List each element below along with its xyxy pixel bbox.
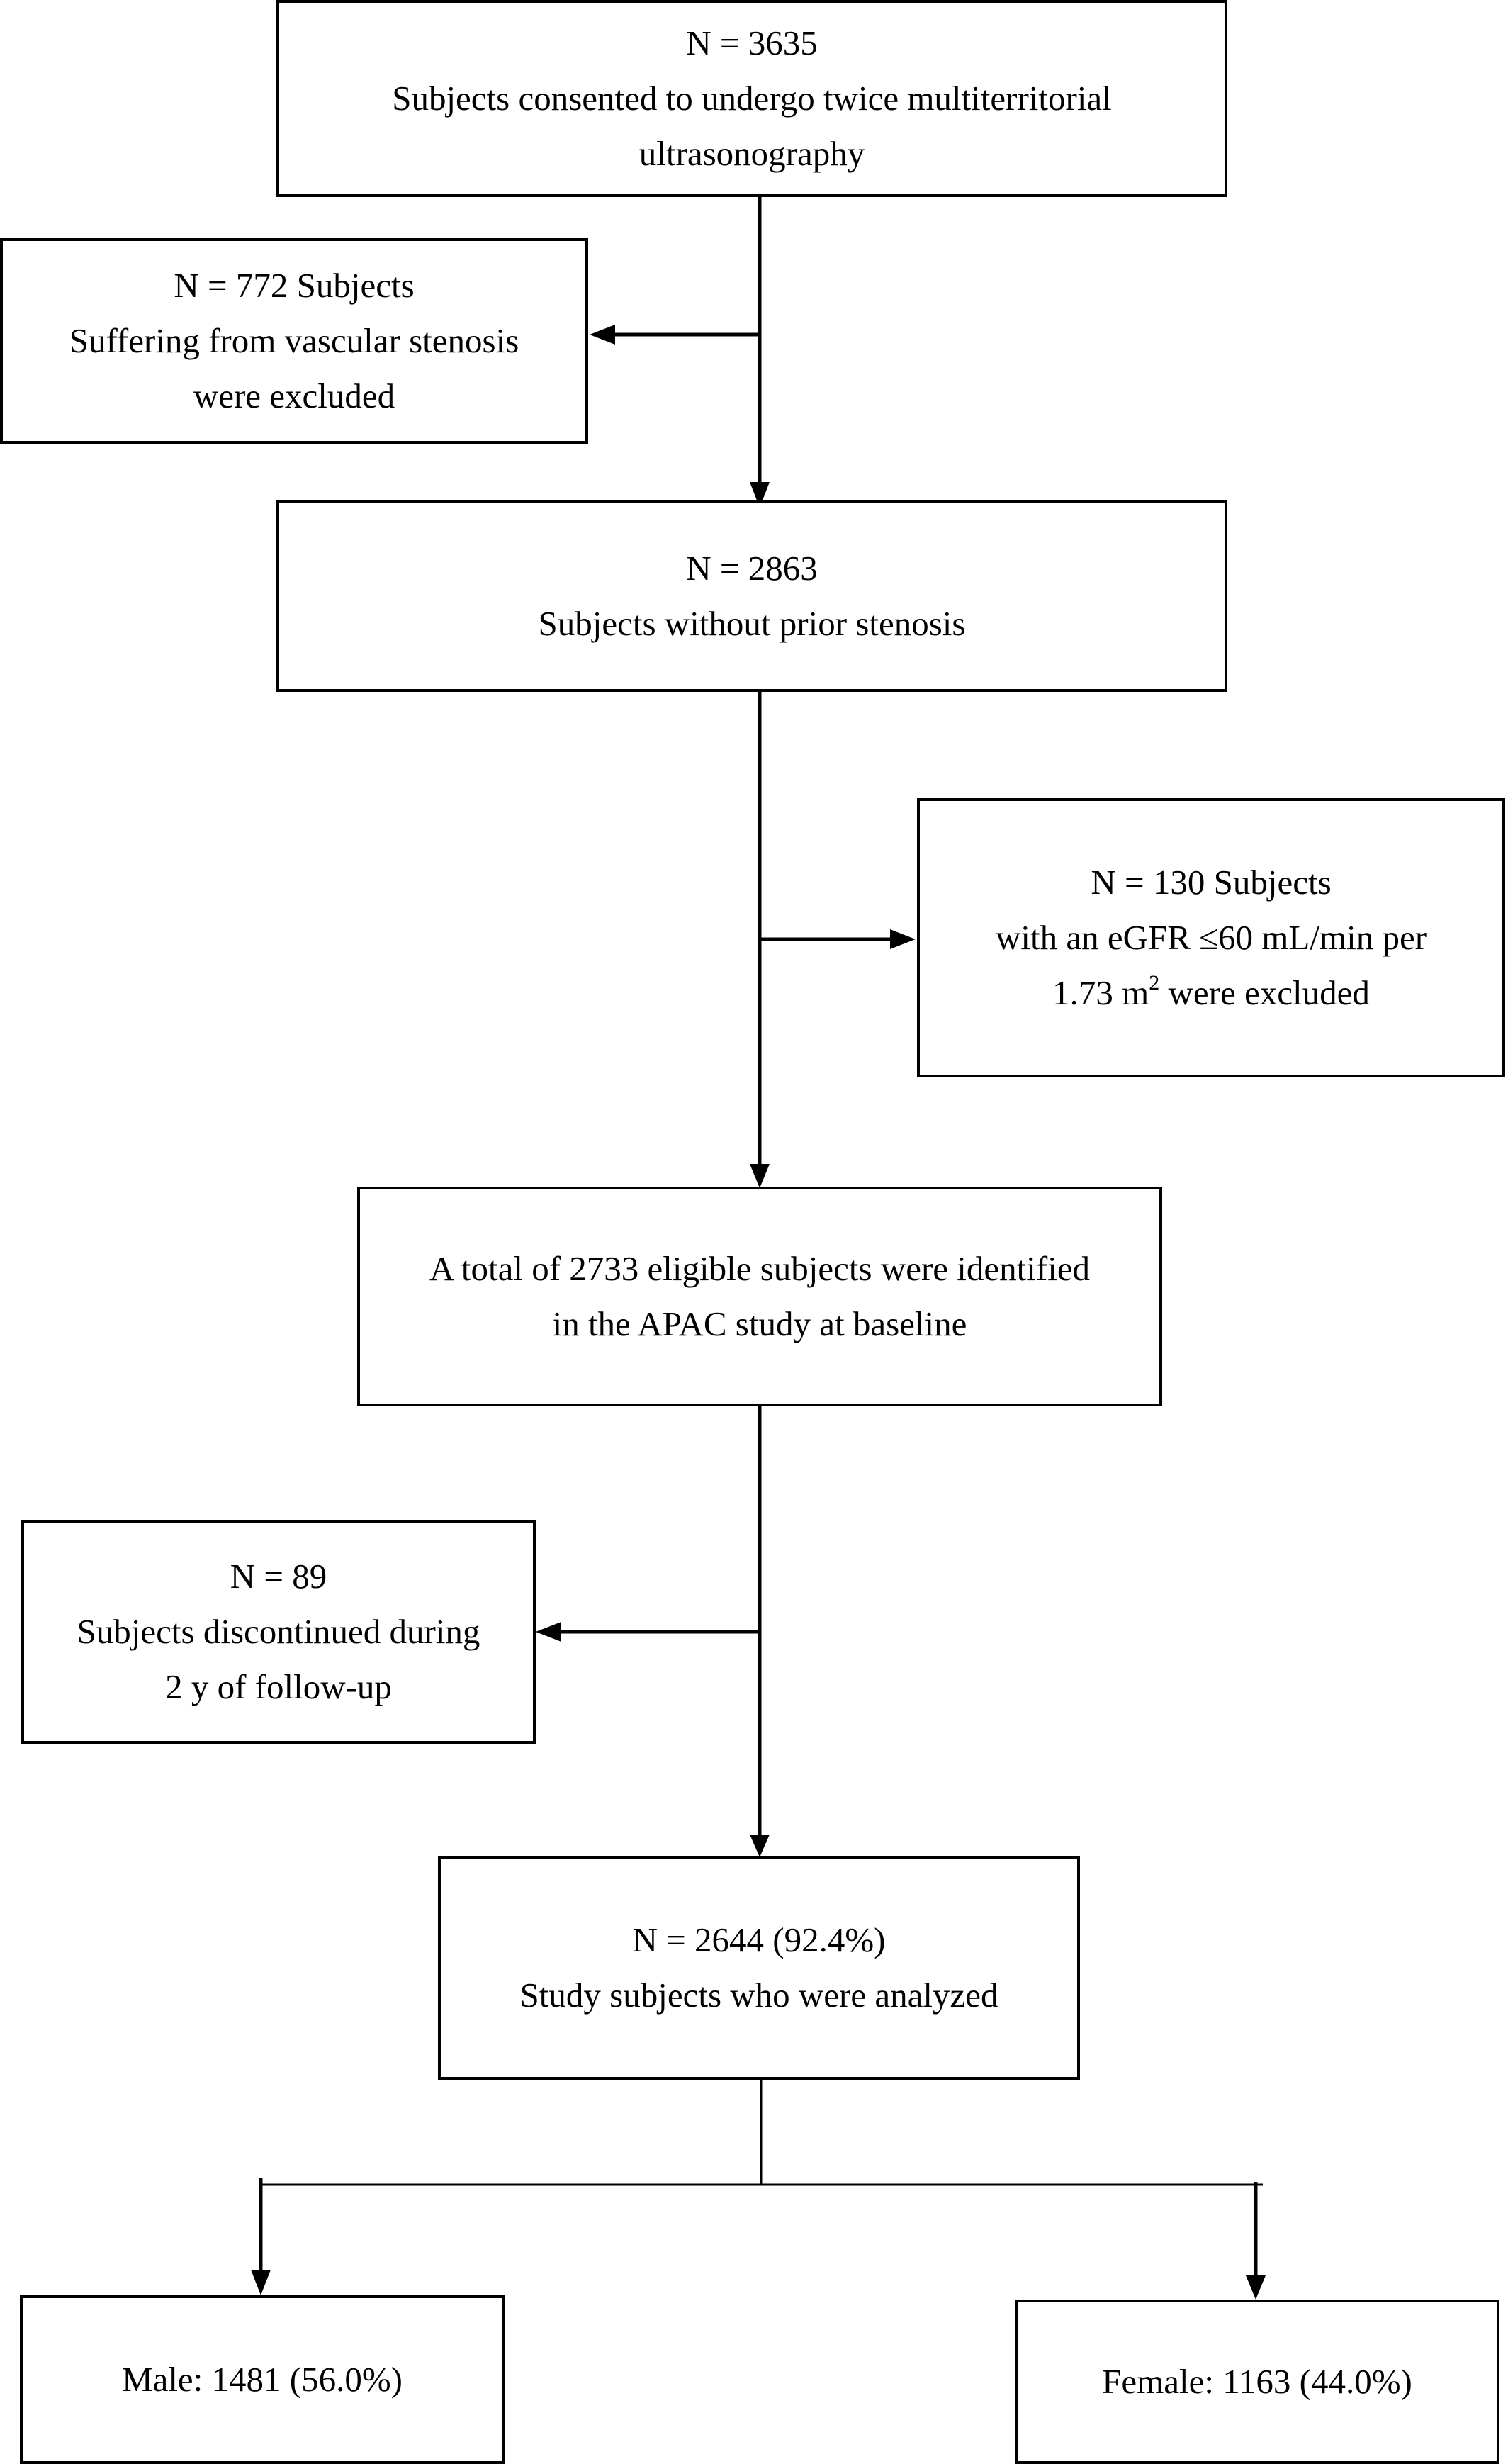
analyzed-count: N = 2644 (92.4%) [632, 1920, 886, 1959]
box-analyzed: N = 2644 (92.4%) Study subjects who were… [438, 1856, 1080, 2080]
arrowhead-excluded-egfr [890, 929, 916, 949]
discontinued-period: 2 y of follow-up [165, 1667, 392, 1706]
male-count: Male: 1481 (56.0%) [122, 2360, 403, 2399]
box-excluded-stenosis: N = 772 Subjects Suffering from vascular… [0, 238, 588, 444]
arrowhead-female [1246, 2275, 1266, 2300]
excluded-egfr-criterion: with an eGFR ≤60 mL/min per [995, 918, 1427, 957]
excluded-egfr-unit-exponent: 2 [1149, 970, 1160, 995]
discontinued-count: N = 89 [230, 1557, 327, 1596]
arrowhead-excluded-stenosis [590, 325, 615, 345]
arrowhead-male [251, 2270, 271, 2295]
analyzed-description: Study subjects who were analyzed [519, 1976, 998, 2015]
box-no-stenosis: N = 2863 Subjects without prior stenosis [276, 500, 1227, 692]
eligible-description-cont: in the APAC study at baseline [552, 1304, 967, 1343]
excluded-stenosis-reason: Suffering from vascular stenosis [69, 321, 519, 360]
arrowhead-eligible [750, 1164, 770, 1188]
excluded-egfr-unit-status: 1.73 m2 were excluded [1052, 965, 1370, 1021]
female-count: Female: 1163 (44.0%) [1102, 2362, 1412, 2401]
arrowhead-discontinued [536, 1622, 561, 1642]
box-excluded-egfr: N = 130 Subjects with an eGFR ≤60 mL/min… [917, 798, 1505, 1077]
excluded-stenosis-status: were excluded [193, 376, 395, 415]
box-eligible: A total of 2733 eligible subjects were i… [357, 1187, 1162, 1406]
box-screened: N = 3635 Subjects consented to undergo t… [276, 0, 1227, 197]
arrowhead-analyzed [750, 1835, 770, 1857]
screened-count: N = 3635 [686, 23, 818, 62]
excluded-egfr-status: were excluded [1159, 973, 1370, 1012]
screened-description: Subjects consented to undergo twice mult… [392, 79, 1112, 118]
excluded-stenosis-count: N = 772 Subjects [174, 266, 415, 305]
no-stenosis-count: N = 2863 [686, 549, 818, 588]
excluded-egfr-unit: 1.73 m [1052, 973, 1149, 1012]
no-stenosis-description: Subjects without prior stenosis [538, 604, 966, 643]
eligible-description: A total of 2733 eligible subjects were i… [429, 1249, 1091, 1288]
discontinued-reason: Subjects discontinued during [77, 1612, 480, 1651]
box-discontinued: N = 89 Subjects discontinued during 2 y … [21, 1520, 536, 1744]
arrowhead-no-stenosis [750, 482, 770, 508]
box-male: Male: 1481 (56.0%) [20, 2295, 505, 2464]
box-female: Female: 1163 (44.0%) [1015, 2300, 1499, 2464]
screened-description-cont: ultrasonography [638, 134, 865, 173]
excluded-egfr-count: N = 130 Subjects [1091, 863, 1332, 902]
